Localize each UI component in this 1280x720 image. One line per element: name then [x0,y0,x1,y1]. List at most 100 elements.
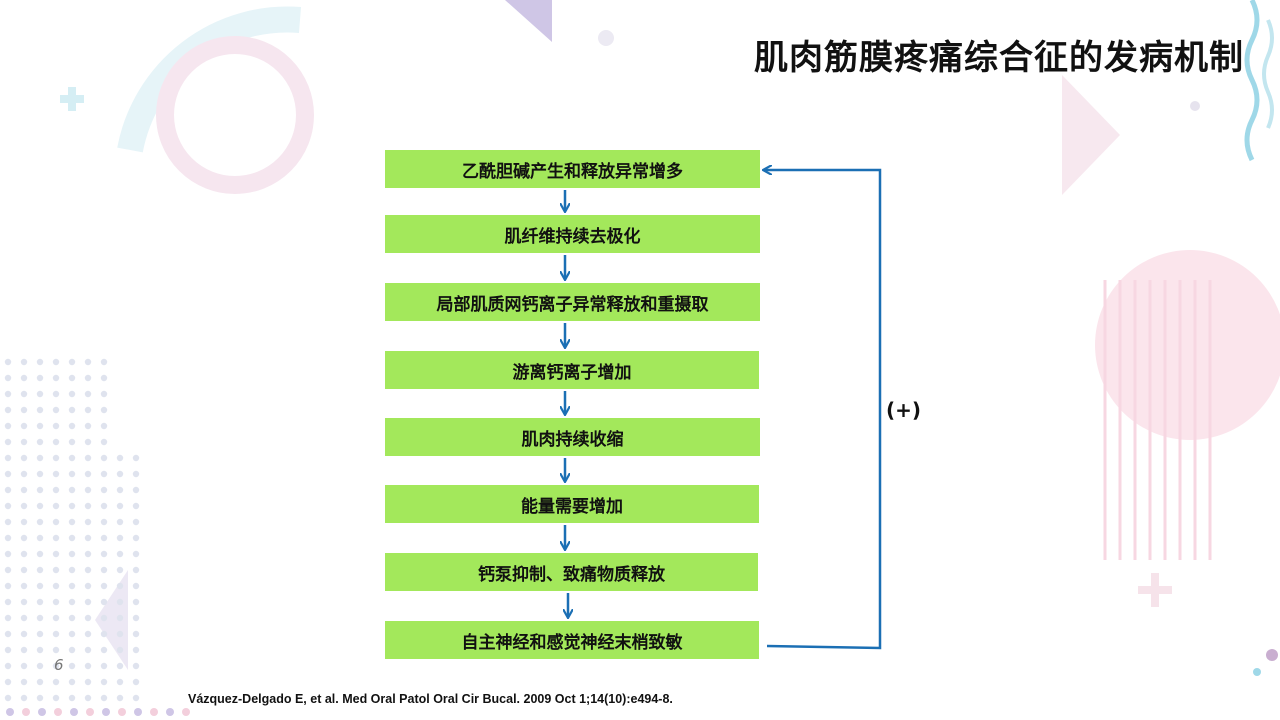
deco-dot [36,630,44,638]
deco-dot [52,582,60,590]
deco-dot [182,708,190,716]
deco-dot [36,518,44,526]
deco-dot [4,390,12,398]
deco-dot [132,518,140,526]
deco-dot [132,582,140,590]
deco-dot [36,422,44,430]
deco-dot [4,358,12,366]
deco-dot [52,374,60,382]
deco-plus [68,87,76,111]
deco-dot [116,582,124,590]
deco-triangle [1062,75,1120,195]
deco-triangle [95,570,128,670]
deco-dot [116,502,124,510]
deco-dot [100,678,108,686]
deco-dot-grid [4,358,140,702]
deco-wave [1244,0,1260,162]
deco-dot [132,454,140,462]
deco-dot [132,694,140,702]
deco-dot [20,694,28,702]
deco-dot [100,438,108,446]
deco-dot [132,678,140,686]
deco-dot [4,646,12,654]
deco-dot [20,630,28,638]
deco-dot [116,486,124,494]
deco-dot-grid-bottom [6,708,190,716]
deco-dot [102,708,110,716]
deco-dot [116,550,124,558]
deco-dot [38,708,46,716]
deco-dot [4,614,12,622]
deco-dot [52,534,60,542]
deco-dot [84,646,92,654]
deco-dot [100,534,108,542]
deco-dot [100,614,108,622]
deco-dot [132,534,140,542]
deco-dot [116,534,124,542]
deco-dot [20,470,28,478]
deco-dot [20,358,28,366]
deco-dot [36,598,44,606]
deco-dot [52,630,60,638]
deco-dot [100,662,108,670]
deco-dot [36,454,44,462]
deco-dot [20,582,28,590]
deco-dot [4,630,12,638]
deco-wave [1262,19,1274,129]
deco-dot [20,598,28,606]
flow-step: 能量需要增加 [385,485,759,523]
deco-dot [1190,101,1200,111]
deco-dot [4,422,12,430]
flow-step: 乙酰胆碱产生和释放异常增多 [385,150,760,188]
deco-dot [68,454,76,462]
deco-dot [36,534,44,542]
deco-dot [100,694,108,702]
deco-dot [4,598,12,606]
deco-dot [68,358,76,366]
deco-dot [84,598,92,606]
deco-dot [150,708,158,716]
deco-dot [52,678,60,686]
deco-dot [84,630,92,638]
deco-dot [116,694,124,702]
deco-dot [4,550,12,558]
deco-stripes [1103,280,1212,560]
deco-dot [4,678,12,686]
deco-dot [68,646,76,654]
deco-dot [20,550,28,558]
deco-dot [20,438,28,446]
deco-dot [4,374,12,382]
deco-dot [68,486,76,494]
deco-dot [36,486,44,494]
deco-dot [116,614,124,622]
deco-dot [36,374,44,382]
deco-dot [100,502,108,510]
deco-dot [4,438,12,446]
deco-dot [68,470,76,478]
deco-dot [4,502,12,510]
deco-dot [52,566,60,574]
deco-dot [4,470,12,478]
deco-dot [84,550,92,558]
deco-dot [84,678,92,686]
deco-dot [84,614,92,622]
deco-dot [36,438,44,446]
deco-dot [52,406,60,414]
deco-dot [4,694,12,702]
deco-dot [36,582,44,590]
deco-dot [1253,668,1261,676]
flow-step: 自主神经和感觉神经末梢致敏 [385,621,759,659]
deco-dot [132,646,140,654]
deco-dot [100,454,108,462]
deco-dot [132,630,140,638]
deco-dot [22,708,30,716]
flow-step: 游离钙离子增加 [385,351,759,389]
deco-dot [68,614,76,622]
deco-dot [52,550,60,558]
deco-dot [20,646,28,654]
deco-dot [20,662,28,670]
deco-dot [52,390,60,398]
deco-dot [20,454,28,462]
